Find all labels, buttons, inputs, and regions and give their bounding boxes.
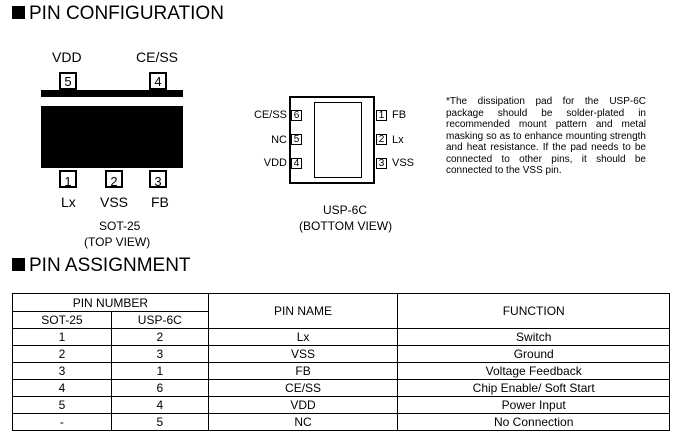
sot25-pin-label: CE/SS [136,49,179,65]
usp6c-pin-label: NC [271,134,287,146]
table-cell: 2 [12,345,112,363]
sot25-pin-number: 5 [64,74,72,89]
table-cell: Ground [397,345,670,363]
table-row: 4 6 CE/SS Chip Enable/ Soft Start [12,379,670,397]
function-header: FUNCTION [397,293,670,329]
pin-number-header: PIN NUMBER [12,293,209,312]
table-cell: - [12,413,112,431]
usp6c-dissipation-pad [314,102,362,178]
table-cell: CE/SS [207,379,399,397]
sot25-pin-number: 2 [110,174,118,189]
usp6c-column-header: USP-6C [110,311,209,329]
table-cell: 4 [12,379,112,397]
sot25-pin: 3 [149,170,167,188]
table-row: 2 3 VSS Ground [12,345,670,363]
usp6c-pin-label: VSS [392,157,415,169]
table-cell: 3 [12,362,112,380]
table-cell: 1 [110,362,209,380]
heading-square-icon [12,6,25,19]
sot25-pin: 2 [105,170,123,188]
table-cell: Chip Enable/ Soft Start [397,379,670,397]
usp6c-pin: 1 [376,110,387,121]
table-cell: 5 [12,396,112,414]
sot25-pin-label: FB [151,194,169,210]
usp6c-pin-label: Lx [392,134,404,146]
table-row: 3 1 FB Voltage Feedback [12,362,670,380]
usp6c-caption: USP-6C [323,203,368,217]
sot25-pin: 1 [59,170,77,188]
pin-configuration-heading: PIN CONFIGURATION [12,3,224,25]
table-cell: NC [207,413,399,431]
table-row: 1 2 Lx Switch [12,328,670,346]
sot25-package-body [41,90,183,168]
table-cell: Power Input [397,396,670,414]
sot25-view-caption: (TOP VIEW) [84,235,151,249]
dissipation-pad-note: *The dissipation pad for the USP-6C pack… [446,96,646,176]
table-cell: 6 [110,379,209,397]
table-row: 5 4 VDD Power Input [12,396,670,414]
sot25-pin-number: 3 [154,174,162,189]
sot25-caption: SOT-25 [99,219,141,233]
pin-assignment-table: PIN NUMBER PIN NAME FUNCTION SOT-25 USP-… [12,293,670,431]
usp6c-view-caption: (BOTTOM VIEW) [299,219,393,233]
pin-configuration-title: PIN CONFIGURATION [29,3,224,24]
table-cell: VSS [207,345,399,363]
sot25-pin-label: VSS [100,194,129,210]
sot25-pin: 4 [149,72,167,90]
table-cell: FB [207,362,399,380]
pin-name-header: PIN NAME [207,293,399,329]
sot25-column-header: SOT-25 [12,311,112,329]
usp6c-pin-label: FB [392,109,407,121]
table-cell: VDD [207,396,399,414]
table-subheader-row: SOT-25 USP-6C [12,311,670,329]
sot25-pin-number: 4 [154,74,162,89]
table-cell: 1 [12,328,112,346]
heading-square-icon [12,258,25,271]
table-row: - 5 NC No Connection [12,413,670,431]
table-cell: 3 [110,345,209,363]
table-cell: 2 [110,328,209,346]
usp6c-pin-label: CE/SS [253,109,287,121]
table-cell: Voltage Feedback [397,362,670,380]
usp6c-pin: 2 [376,134,387,145]
sot25-pin-label: VDD [52,49,82,65]
pin-assignment-title: PIN ASSIGNMENT [29,255,191,276]
sot25-pin-label: Lx [61,194,76,210]
table-cell: No Connection [397,413,670,431]
usp6c-pin-label: VDD [263,157,287,169]
usp6c-pin: 6 [291,110,302,121]
table-cell: 4 [110,396,209,414]
table-header-row: PIN NUMBER PIN NAME FUNCTION [12,293,670,329]
sot25-pin: 5 [59,72,77,90]
sot25-pin-number: 1 [64,174,72,189]
usp6c-pin: 3 [376,158,387,169]
usp6c-pin: 4 [291,158,302,169]
table-cell: 5 [110,413,209,431]
table-cell: Switch [397,328,670,346]
table-cell: Lx [207,328,399,346]
pin-assignment-heading: PIN ASSIGNMENT [12,255,191,277]
usp6c-pin: 5 [291,134,302,145]
sot25-body-band [41,97,183,106]
